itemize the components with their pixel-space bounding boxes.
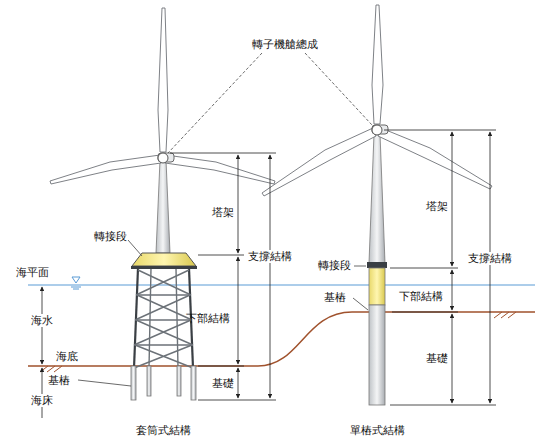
part-label: 海平面	[16, 266, 49, 279]
jacket-turbine	[50, 8, 275, 400]
part-label: 套筒式結構	[136, 424, 191, 437]
part-label: 轉接段	[94, 230, 127, 243]
part-label: 下部結構	[398, 290, 444, 303]
part-label: 單樁式結構	[350, 424, 405, 437]
part-label: 基礎	[212, 377, 234, 390]
leader-lines	[78, 240, 368, 386]
leader-lines	[168, 53, 372, 153]
part-label: 海水	[30, 314, 54, 327]
part-label: 基樁	[324, 291, 346, 304]
monopile-turbine	[262, 5, 492, 405]
dimension-lines	[42, 130, 496, 418]
part-label: 支撐結構	[247, 250, 293, 263]
part-label: 轉子機艙總成	[252, 38, 318, 51]
sea-level-line	[28, 284, 535, 285]
seabed-line	[28, 312, 535, 366]
part-label: 基樁	[48, 374, 70, 387]
part-label: 基礎	[426, 352, 448, 365]
water-level-symbol	[72, 277, 80, 283]
part-label: 海底	[56, 350, 78, 363]
seabed-hatch	[40, 312, 516, 372]
part-label: 支撐結構	[467, 252, 513, 265]
part-label: 塔架	[212, 206, 234, 219]
part-label: 下部結構	[186, 312, 230, 325]
part-label: 海床	[30, 394, 54, 407]
part-label: 轉接段	[318, 259, 351, 272]
part-label: 塔架	[426, 200, 448, 213]
